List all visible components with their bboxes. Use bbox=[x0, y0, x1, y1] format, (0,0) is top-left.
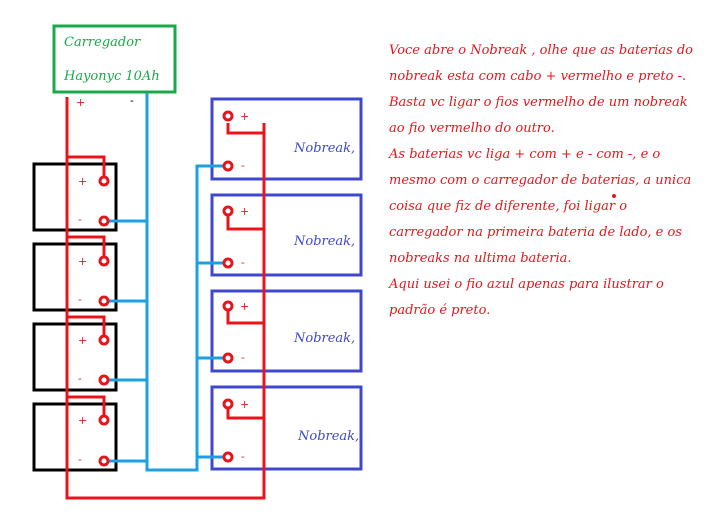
nobreak-box bbox=[210, 97, 363, 181]
terminals bbox=[98, 110, 234, 467]
battery-plus-terminal bbox=[98, 175, 110, 187]
nobreak-minus-terminal bbox=[222, 451, 234, 463]
battery-minus-label: - bbox=[78, 213, 82, 226]
nobreak-minus-label: - bbox=[241, 256, 245, 269]
explanation-line: nobreaks na ultima bateria. bbox=[389, 251, 572, 266]
battery-box bbox=[32, 242, 118, 312]
explanation-line: Basta vc ligar o fios vermelho de um nob… bbox=[389, 95, 688, 110]
battery-plus-label: + bbox=[78, 175, 87, 188]
nobreak-plus-label: + bbox=[240, 110, 249, 123]
nobreak-plus-terminal bbox=[222, 300, 234, 312]
nobreak-box bbox=[210, 193, 363, 277]
nobreak-plus-label: + bbox=[240, 205, 249, 218]
battery-box bbox=[32, 322, 118, 392]
nobreak-minus-label: - bbox=[241, 450, 245, 463]
nobreak-minus-terminal bbox=[222, 257, 234, 269]
battery-minus-label: - bbox=[78, 293, 82, 306]
nobreak-plus-terminal bbox=[222, 205, 234, 217]
battery-plus-label: + bbox=[78, 414, 87, 427]
explanation-line: coisa que fiz de diferente, foi ligar o bbox=[389, 199, 628, 214]
nobreak-minus-label: - bbox=[241, 351, 245, 364]
battery-plus-label: + bbox=[78, 255, 87, 268]
battery-box bbox=[32, 402, 118, 472]
explanation-text: Voce abre o Nobreak , olhe que as bateri… bbox=[389, 38, 707, 324]
nobreak-label: Nobreak, bbox=[297, 429, 359, 444]
nobreak-label: Nobreak, bbox=[293, 234, 355, 249]
nobreak-label: Nobreak, bbox=[293, 141, 355, 156]
explanation-line: As baterias vc liga + com + e - com -, e… bbox=[389, 147, 661, 162]
battery-minus-terminal bbox=[98, 455, 110, 467]
nobreak-plus-label: + bbox=[240, 300, 249, 313]
battery-minus-label: - bbox=[78, 453, 82, 466]
charger-minus-label: - bbox=[130, 94, 134, 107]
battery-minus-terminal bbox=[98, 374, 110, 386]
negative-wires bbox=[104, 93, 228, 472]
nobreak-minus-terminal bbox=[222, 160, 234, 172]
explanation-line: nobreak esta com cabo + vermelho e preto… bbox=[389, 69, 687, 84]
battery-plus-label: + bbox=[78, 334, 87, 347]
battery-minus-terminal bbox=[98, 295, 110, 307]
charger-plus-label: + bbox=[76, 96, 85, 109]
battery-box bbox=[32, 162, 118, 232]
explanation-line: Aqui usei o fio azul apenas para ilustra… bbox=[389, 277, 664, 292]
battery-minus-label: - bbox=[78, 372, 82, 385]
nobreak-minus-terminal bbox=[222, 352, 234, 364]
stray-dot bbox=[612, 194, 616, 198]
nobreak-plus-terminal bbox=[222, 398, 234, 410]
explanation-line: ao fio vermelho do outro. bbox=[389, 121, 555, 136]
nobreak-minus-label: - bbox=[241, 159, 245, 172]
battery-labels: + - + - + - + - bbox=[78, 175, 87, 466]
nobreak-names: Nobreak, Nobreak, Nobreak, Nobreak, bbox=[293, 141, 359, 444]
explanation-line: Voce abre o Nobreak , olhe que as bateri… bbox=[389, 43, 693, 58]
charger-name: Carregador bbox=[64, 35, 141, 50]
positive-wires bbox=[65, 97, 266, 500]
battery-plus-terminal bbox=[98, 255, 110, 267]
nobreak-box bbox=[210, 385, 363, 471]
explanation-line: padrão é preto. bbox=[389, 303, 491, 318]
battery-plus-terminal bbox=[98, 414, 110, 426]
nobreak-plus-terminal bbox=[222, 110, 234, 122]
nobreak-box bbox=[210, 289, 363, 373]
explanation-line: mesmo com o carregador de baterias, a un… bbox=[389, 173, 692, 188]
nobreak-plus-label: + bbox=[240, 398, 249, 411]
battery-plus-terminal bbox=[98, 334, 110, 346]
explanation-line: carregador na primeira bateria de lado, … bbox=[389, 225, 682, 240]
charger-box bbox=[52, 24, 177, 94]
charger-model: Hayonyc 10Ah bbox=[63, 69, 160, 84]
nobreak-label: Nobreak, bbox=[293, 331, 355, 346]
battery-minus-terminal bbox=[98, 215, 110, 227]
nobreak-terminal-labels: + - + - + - + - bbox=[240, 110, 249, 463]
